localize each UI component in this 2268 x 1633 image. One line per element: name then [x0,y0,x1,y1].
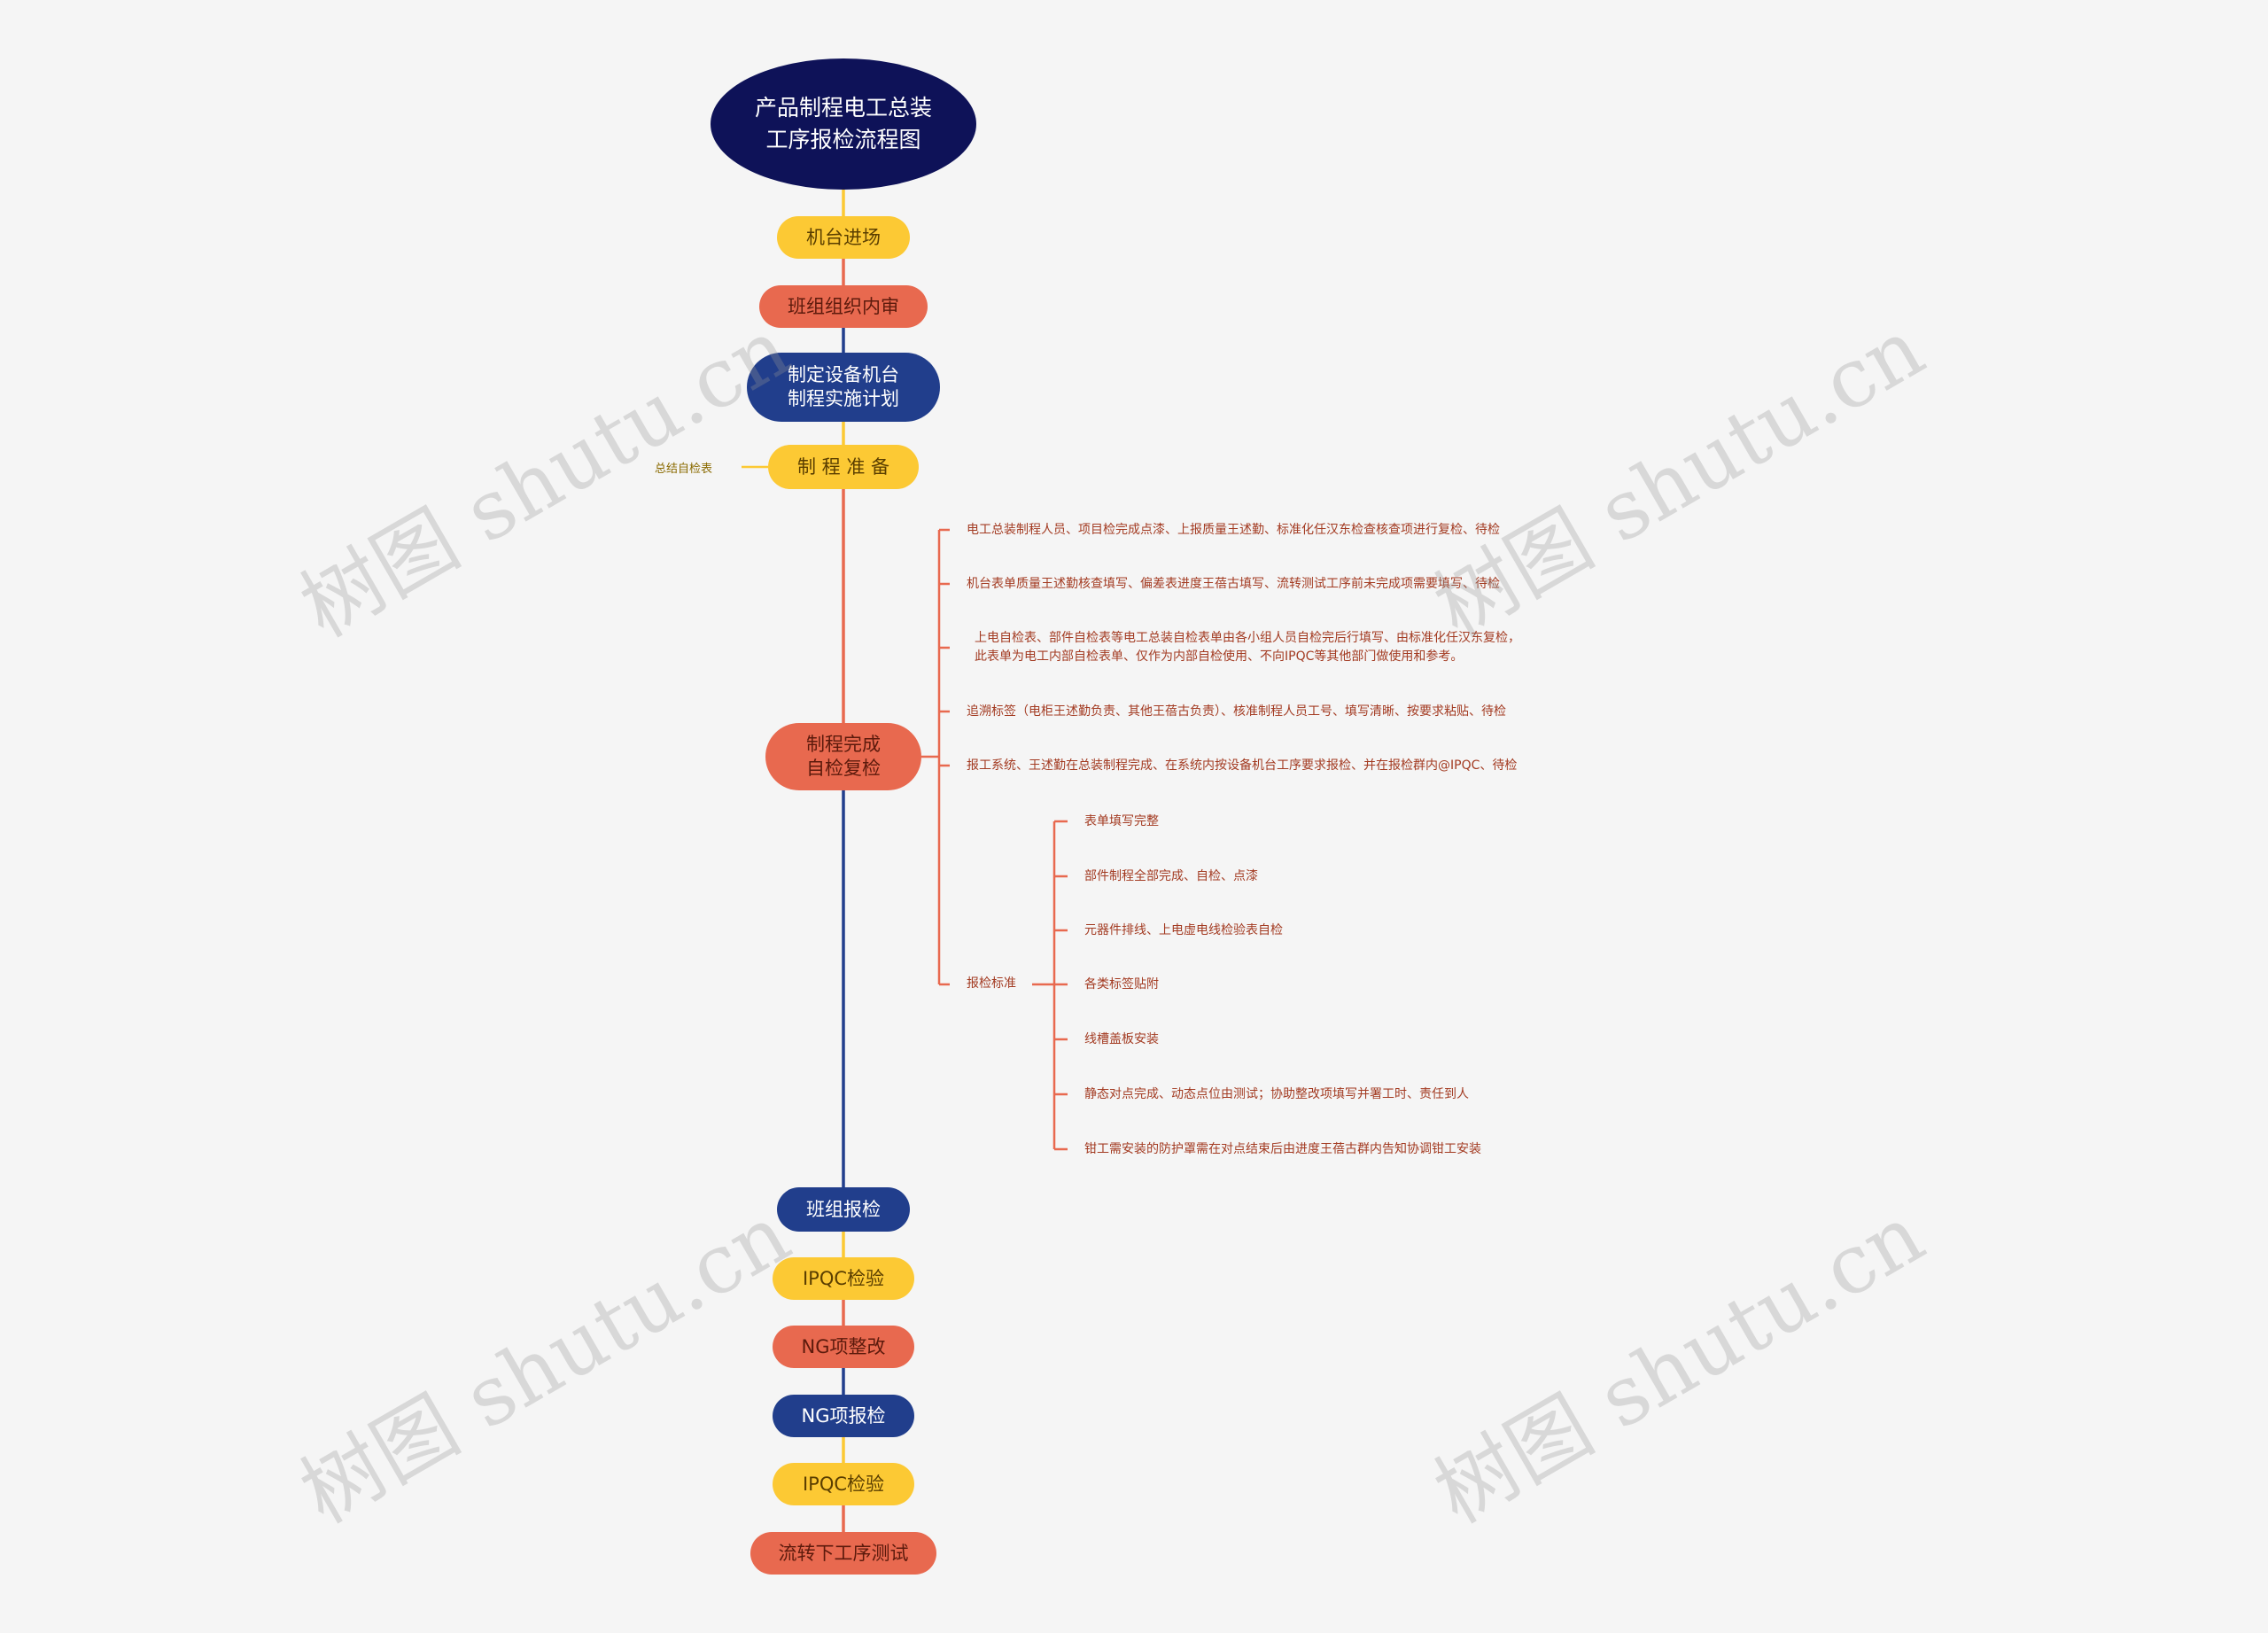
criteria-item[interactable]: 元器件排线、上电虚电线检验表自检 [1084,923,1283,937]
node-ng-baojian[interactable]: NG项报检 [773,1395,914,1437]
detail-item[interactable]: 追溯标签（电柜王述勤负责、其他王蓓古负责）、核准制程人员工号、填写清晰、按要求粘… [967,704,1506,719]
detail-item[interactable]: 机台表单质量王述勤核查填写、偏差表进度王蓓古填写、流转测试工序前未完成项需要填写… [967,577,1500,591]
node-jitai[interactable]: 机台进场 [777,216,910,259]
criteria-label[interactable]: 报检标准 [967,976,1016,991]
node-liuzhuan[interactable]: 流转下工序测试 [750,1532,936,1575]
node-zhicheng-wancheng[interactable]: 制程完成 自检复检 [765,723,921,790]
node-zhiding[interactable]: 制定设备机台 制程实施计划 [747,353,940,422]
detail-item[interactable]: 上电自检表、部件自检表等电工总装自检表单由各小组人员自检完后行填写、由标准化任汉… [975,631,1520,664]
detail-item[interactable]: 报工系统、王述勤在总装制程完成、在系统内按设备机台工序要求报检、并在报检群内@I… [967,758,1518,773]
root-node[interactable]: 产品制程电工总装 工序报检流程图 [711,58,976,190]
node-banzu-baojian[interactable]: 班组报检 [777,1187,910,1232]
node-zhicheng-zhunbei[interactable]: 制 程 准 备 [768,445,919,489]
node-ipqc-2[interactable]: IPQC检验 [773,1463,914,1505]
criteria-item[interactable]: 线槽盖板安装 [1084,1032,1159,1046]
criteria-item[interactable]: 部件制程全部完成、自检、点漆 [1084,869,1258,883]
detail-item[interactable]: 电工总装制程人员、项目检完成点漆、上报质量王述勤、标准化任汉东检查核查项进行复检… [967,523,1500,537]
prep-side-note: 总结自检表 [655,463,713,476]
criteria-item[interactable]: 钳工需安装的防护罩需在对点结束后由进度王蓓古群内告知协调钳工安装 [1084,1142,1481,1156]
criteria-item[interactable]: 静态对点完成、动态点位由测试；协助整改项填写并署工时、责任到人 [1084,1087,1469,1101]
node-ipqc-1[interactable]: IPQC检验 [773,1257,914,1300]
criteria-item[interactable]: 表单填写完整 [1084,814,1159,828]
node-banzu-neishen[interactable]: 班组组织内审 [759,285,928,328]
criteria-item[interactable]: 各类标签贴附 [1084,977,1159,991]
node-ng-zhenggai[interactable]: NG项整改 [773,1326,914,1368]
